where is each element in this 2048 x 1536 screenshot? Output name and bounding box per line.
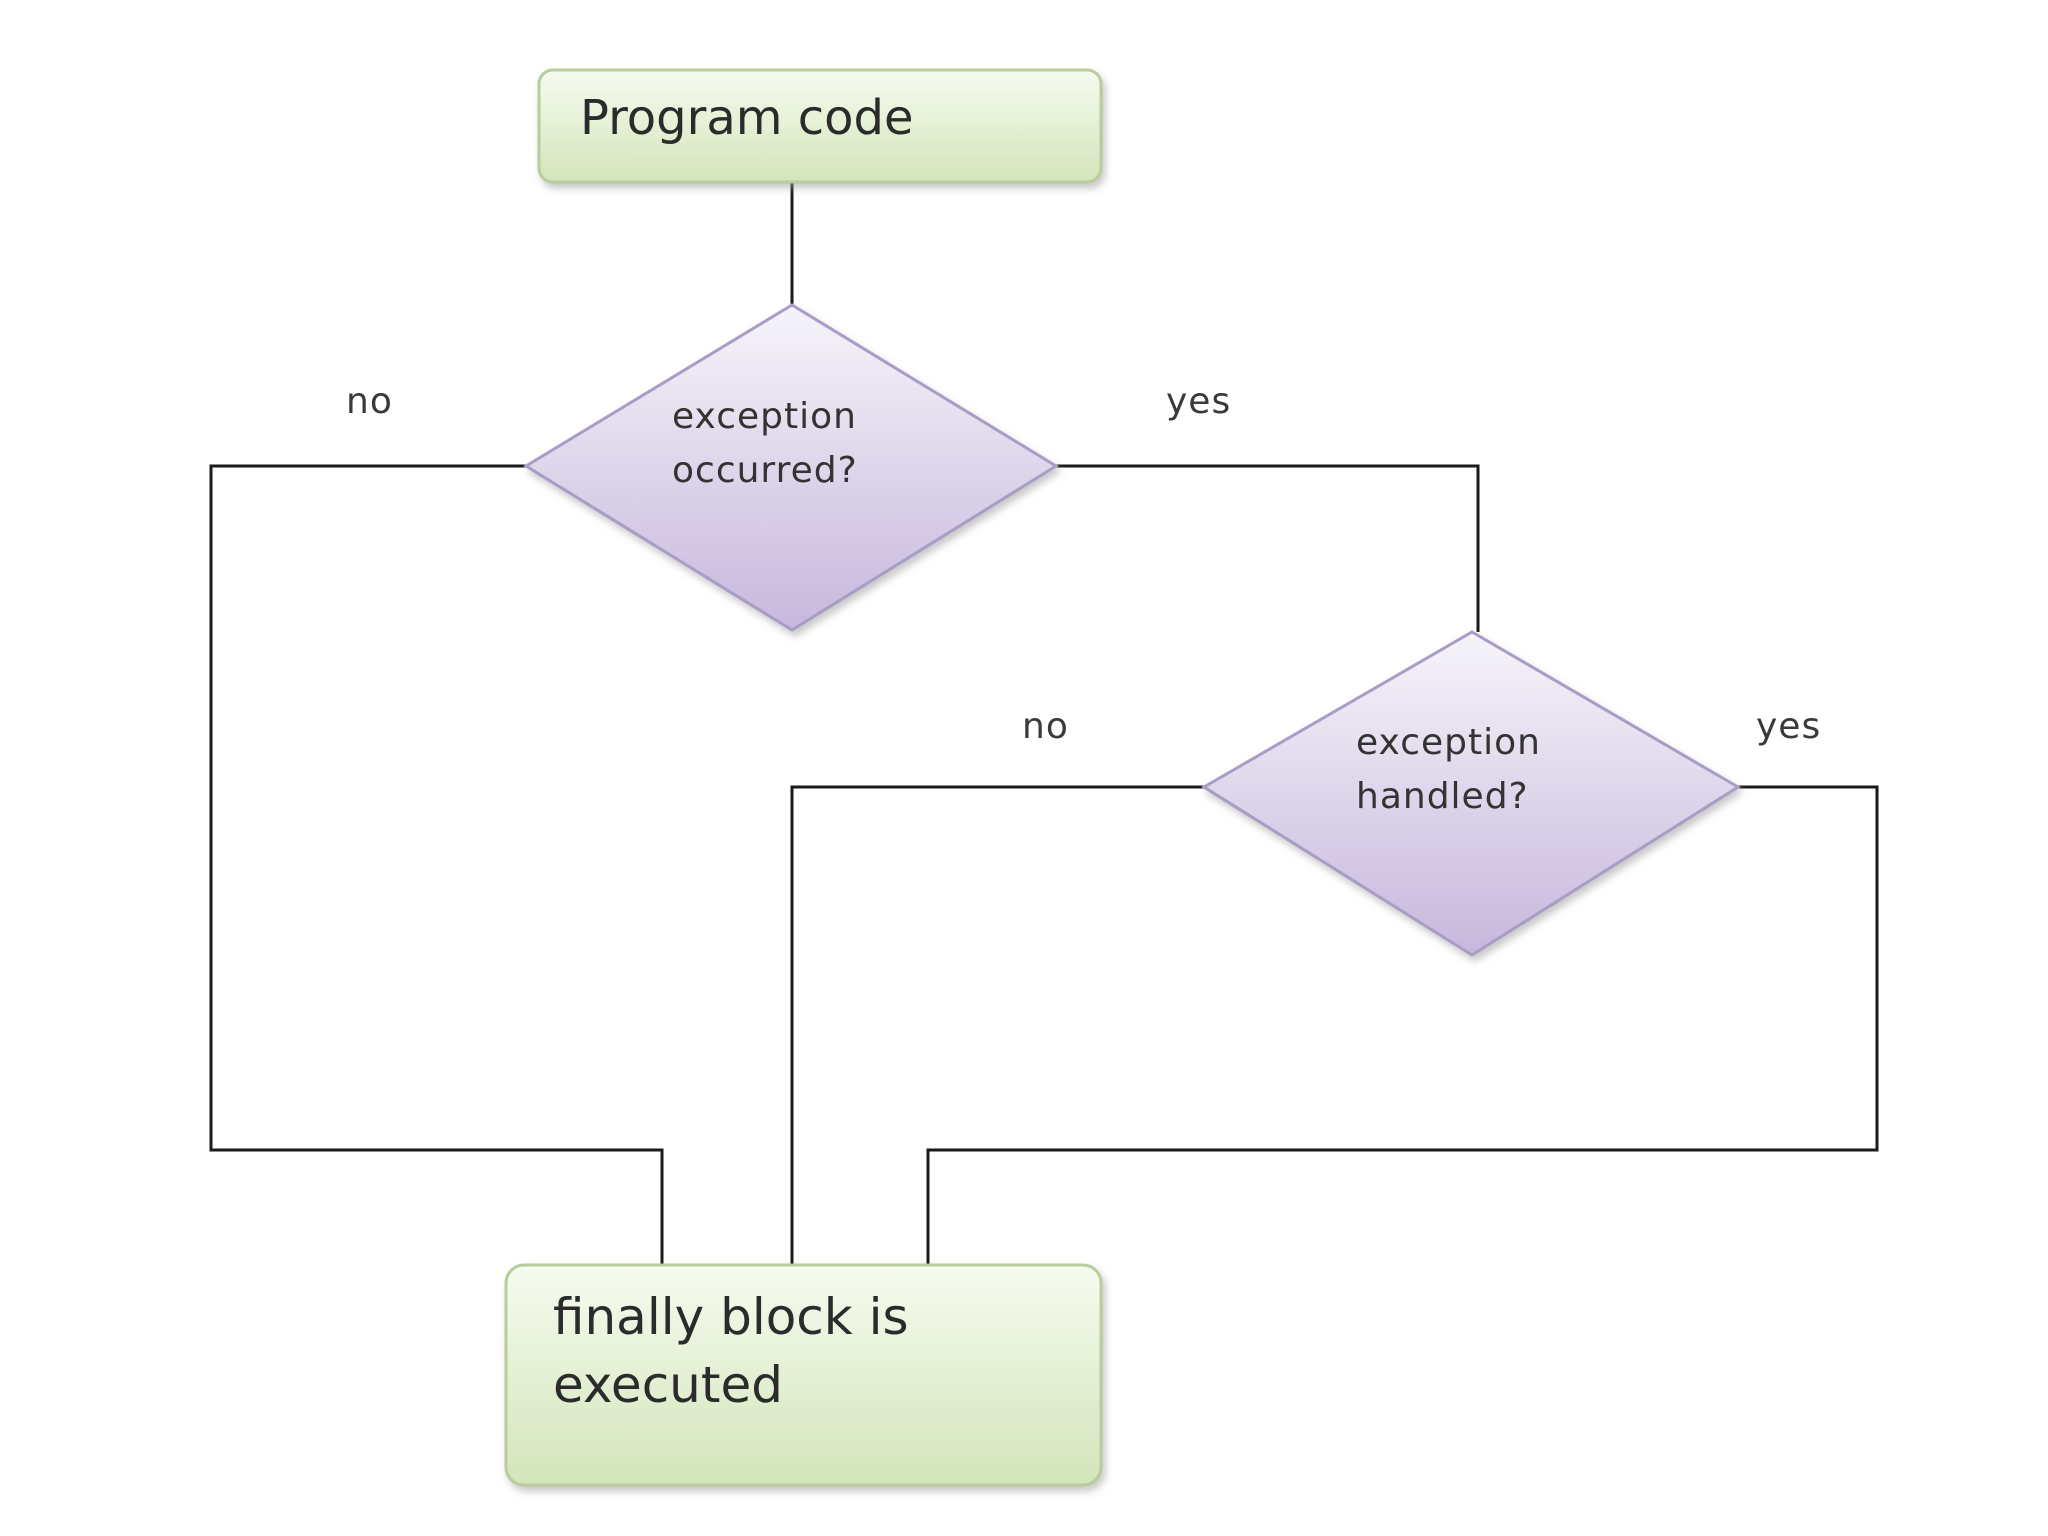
connector-handled-yes bbox=[926, 785, 1879, 1265]
exception-handled-decision: exception handled? bbox=[1201, 630, 1741, 957]
connector-occurred-no bbox=[209, 464, 664, 1265]
finally-block-box bbox=[504, 1263, 1103, 1487]
connector-handled-no bbox=[790, 785, 1204, 1265]
program-code-label: Program code bbox=[580, 90, 914, 146]
edge-label-handled-yes: yes bbox=[1756, 706, 1821, 747]
connector-occurred-yes bbox=[1056, 464, 1480, 632]
exception-occurred-line1: exception bbox=[672, 396, 857, 437]
program-code-box bbox=[537, 68, 1103, 184]
exception-occurred-diamond bbox=[523, 303, 1059, 632]
finally-block-line1: finally block is bbox=[553, 1288, 909, 1346]
exception-handled-line1: exception bbox=[1356, 722, 1541, 763]
finally-block-node: finally block is executed bbox=[504, 1263, 1103, 1487]
finally-block-line2: executed bbox=[553, 1356, 783, 1414]
edge-label-occurred-no: no bbox=[346, 381, 393, 422]
exception-handled-diamond bbox=[1201, 630, 1741, 957]
exception-handled-line2: handled? bbox=[1356, 776, 1529, 817]
edge-label-handled-no: no bbox=[1022, 706, 1069, 747]
edge-label-occurred-yes: yes bbox=[1166, 381, 1231, 422]
exception-occurred-line2: occurred? bbox=[672, 450, 858, 491]
program-code-node: Program code bbox=[537, 68, 1103, 184]
exception-occurred-decision: exception occurred? bbox=[523, 303, 1059, 632]
